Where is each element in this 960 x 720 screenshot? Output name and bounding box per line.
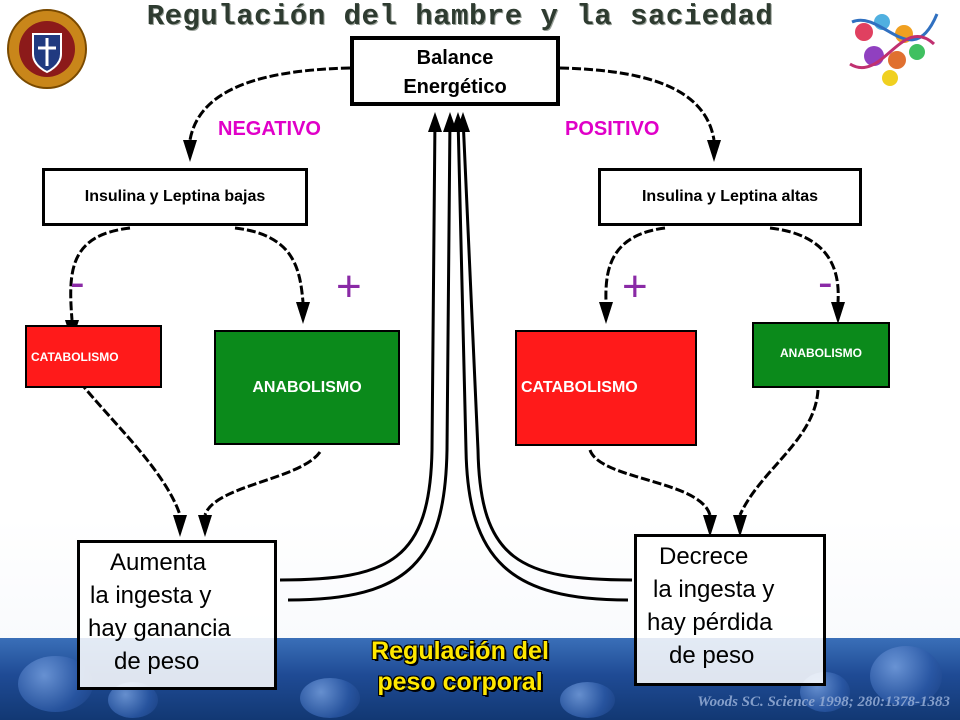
low-hormones-text: Insulina y Leptina bajas xyxy=(84,188,266,205)
left-plus-sign: + xyxy=(336,262,362,311)
right-result-line4: de peso xyxy=(669,642,755,669)
right-catabolism-label: CATABOLISMO xyxy=(521,379,638,396)
bubble-decoration xyxy=(300,678,360,718)
university-seal-logo xyxy=(7,9,87,89)
left-catabolism-label: CATABOLISMO xyxy=(31,349,119,364)
right-anabolism-label: ANABOLISMO xyxy=(780,346,862,360)
left-minus-sign: - xyxy=(70,258,85,307)
weight-regulation-line1: Regulación del xyxy=(371,637,549,665)
left-result-line4: de peso xyxy=(114,648,200,675)
negative-label: NEGATIVO xyxy=(218,118,321,140)
right-plus-sign: + xyxy=(622,262,648,311)
right-result-line3: hay pérdida xyxy=(647,609,773,636)
bubble-decoration xyxy=(560,682,615,718)
left-result-line2: la ingesta y xyxy=(90,582,212,609)
weight-regulation-caption: Regulación del peso corporal xyxy=(290,636,630,698)
left-result-line3: hay ganancia xyxy=(88,615,231,642)
right-result-line1: Decrece xyxy=(659,543,749,570)
high-hormones-text: Insulina y Leptina altas xyxy=(641,188,819,205)
energy-balance-line2: Energético xyxy=(403,76,507,98)
right-result-box: Decrece la ingesta y hay pérdida de peso xyxy=(634,534,826,686)
positive-label: POSITIVO xyxy=(565,118,660,140)
right-minus-sign: - xyxy=(818,258,833,307)
left-catabolism-box: CATABOLISMO xyxy=(25,325,162,388)
left-result-box: Aumenta la ingesta y hay ganancia de pes… xyxy=(77,540,277,690)
right-catabolism-box: CATABOLISMO xyxy=(515,330,697,446)
slide-title: Regulación del hambre y la saciedad xyxy=(146,0,774,33)
right-result-line2: la ingesta y xyxy=(653,576,775,603)
left-result-line1: Aumenta xyxy=(110,549,207,576)
bubble-decoration xyxy=(870,646,942,706)
right-anabolism-box: ANABOLISMO xyxy=(752,322,890,388)
energy-balance-line1: Balance xyxy=(416,47,494,69)
left-anabolism-box: ANABOLISMO xyxy=(214,330,400,445)
dna-molecule-logo xyxy=(849,13,939,86)
high-hormones-box: Insulina y Leptina altas xyxy=(598,168,862,226)
low-hormones-box: Insulina y Leptina bajas xyxy=(42,168,308,226)
weight-regulation-line2: peso corporal xyxy=(377,668,543,696)
citation: Woods SC. Science 1998; 280:1378-1383 xyxy=(697,694,950,710)
energy-balance-box: Balance Energético xyxy=(350,36,560,106)
left-anabolism-label: ANABOLISMO xyxy=(252,378,362,396)
